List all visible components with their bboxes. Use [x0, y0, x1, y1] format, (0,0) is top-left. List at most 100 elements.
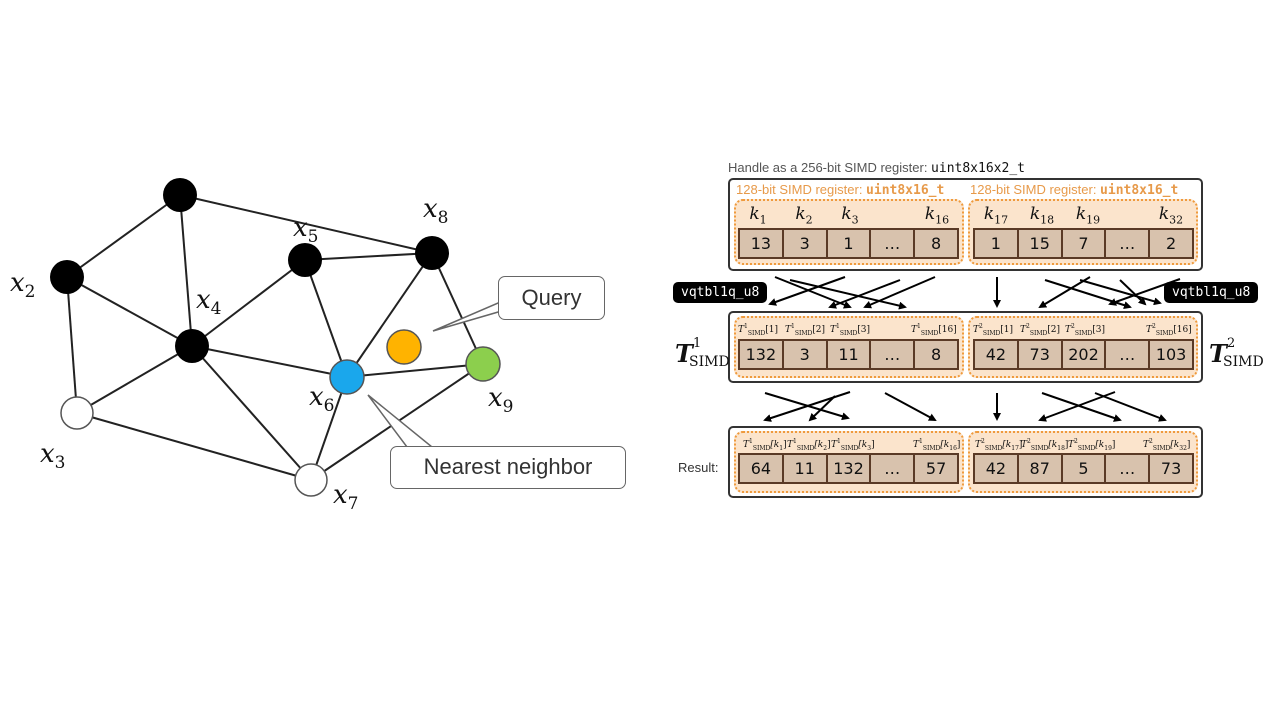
result-header: T1SIMD[k16]: [913, 438, 961, 452]
table-header: T1SIMD[16]: [911, 323, 957, 337]
table-cell: 42: [975, 341, 1019, 368]
graph-node-x4: [175, 329, 209, 363]
result-header: T1SIMD[k3]: [831, 438, 875, 452]
table-cell: 73: [1018, 341, 1063, 368]
result-cell: 132: [827, 455, 872, 482]
graph-node-x7: [294, 463, 328, 497]
query-node: [386, 329, 422, 365]
edge: [431, 252, 484, 365]
node-label-x8: x8: [423, 194, 449, 228]
instruction-badge-right: vqtbl1q_u8: [1164, 282, 1259, 303]
edge: [191, 259, 306, 347]
nearest-neighbor-callout: Nearest neighbor: [390, 446, 626, 489]
key-cell: 1: [975, 230, 1019, 257]
edge: [310, 376, 348, 481]
key-cell: 2: [1150, 230, 1192, 257]
lookup-arrow: [768, 276, 846, 306]
table-row-left: 132 3 11 … 8: [738, 339, 959, 370]
lookup-arrow: [1044, 279, 1132, 309]
index-label-k17: k17: [983, 204, 1009, 227]
edge: [304, 252, 433, 261]
key-cell: 8: [915, 230, 957, 257]
edge: [66, 276, 193, 347]
key-cell: …: [871, 230, 916, 257]
simd-caption-prefix: Handle as a 256-bit SIMD register:: [728, 160, 932, 175]
lookup-arrow: [1038, 391, 1116, 422]
key-cell: 3: [783, 230, 828, 257]
simd-caption-type: uint8x16x2_t: [931, 161, 1025, 176]
simd-caption: Handle as a 256-bit SIMD register: uint8…: [728, 160, 1025, 176]
edge: [346, 252, 433, 378]
graph-node-x2: [50, 260, 84, 294]
node-label-x3: x3: [40, 439, 66, 473]
graph-node-x6-nearest: [329, 359, 365, 395]
result-cell: …: [1106, 455, 1151, 482]
key-row-left: 13 3 1 … 8: [738, 228, 959, 259]
edge: [179, 194, 433, 254]
table-header: T2SIMD[3]: [1065, 323, 1106, 337]
table-header: T2SIMD[2]: [1020, 323, 1061, 337]
lookup-arrow: [808, 395, 836, 422]
result-cell: 11: [783, 455, 828, 482]
lookup-arrow: [764, 392, 850, 421]
table-header: T2SIMD[16]: [1146, 323, 1192, 337]
index-label-k32: k32: [1158, 204, 1184, 227]
result-cell: 42: [975, 455, 1019, 482]
node-label-x5: x5: [293, 213, 319, 247]
table-cell: 103: [1150, 341, 1192, 368]
result-cell: …: [871, 455, 916, 482]
result-cell: 73: [1150, 455, 1192, 482]
result-header: T2SIMD[k32]: [1143, 438, 1191, 452]
lookup-arrow: [763, 391, 851, 422]
key-cell: …: [1106, 230, 1151, 257]
edge: [66, 276, 78, 414]
lookup-arrow: [1119, 279, 1147, 306]
table-header: T2SIMD[1]: [973, 323, 1014, 337]
result-cell: 87: [1018, 455, 1063, 482]
key-row-right: 1 15 7 … 2: [973, 228, 1194, 259]
graph-node-x1: [163, 178, 197, 212]
index-label-k19: k19: [1075, 204, 1101, 227]
table-cell: 202: [1062, 341, 1107, 368]
index-label-k3: k3: [841, 204, 859, 227]
table-cell: 132: [740, 341, 784, 368]
table-cell: 8: [915, 341, 957, 368]
result-cell: 64: [740, 455, 784, 482]
key-cell: 7: [1062, 230, 1107, 257]
graph-node-x8: [415, 236, 449, 270]
left-register-label: 128-bit SIMD register: uint8x16_t: [736, 182, 945, 198]
nearest-neighbor-callout-text: Nearest neighbor: [423, 454, 593, 479]
lookup-arrow: [1038, 276, 1091, 309]
node-label-x2: x2: [10, 268, 36, 302]
index-label-k18: k18: [1029, 204, 1055, 227]
result-header: T1SIMD[k2]: [787, 438, 831, 452]
graph-node-x3: [60, 396, 94, 430]
key-cell: 13: [740, 230, 784, 257]
table-name-right: T 2 SIMD: [1209, 336, 1264, 370]
lookup-arrow: [789, 279, 907, 310]
index-label-k2: k2: [795, 204, 813, 227]
query-callout-pointer: [432, 298, 506, 332]
result-header: T1SIMD[k1]: [743, 438, 787, 452]
index-label-k1: k1: [749, 204, 767, 227]
table-cell: 3: [783, 341, 828, 368]
index-label-k16: k16: [924, 204, 950, 227]
table-name-left: T 1 SIMD: [675, 336, 730, 370]
table-header: T1SIMD[2]: [785, 323, 826, 337]
table-header: T1SIMD[3]: [830, 323, 871, 337]
proximity-graph: x2 x3 x4 x5 x6 x7 x8 x9: [10, 178, 514, 514]
result-label: Result:: [678, 460, 719, 475]
nearest-callout-pointer: [367, 394, 435, 448]
instruction-badge-left: vqtbl1q_u8: [673, 282, 768, 303]
table-cell: …: [871, 341, 916, 368]
lookup-arrow: [863, 276, 936, 309]
graph-node-x9: [465, 346, 501, 382]
table-cell: 11: [827, 341, 872, 368]
table-row-right: 42 73 202 … 103: [973, 339, 1194, 370]
edge: [76, 412, 312, 481]
result-header: T2SIMD[k17]: [975, 438, 1023, 452]
result-cell: 5: [1062, 455, 1107, 482]
edge: [76, 345, 193, 414]
lookup-arrow: [828, 279, 901, 309]
lookup-arrow: [1094, 392, 1167, 422]
